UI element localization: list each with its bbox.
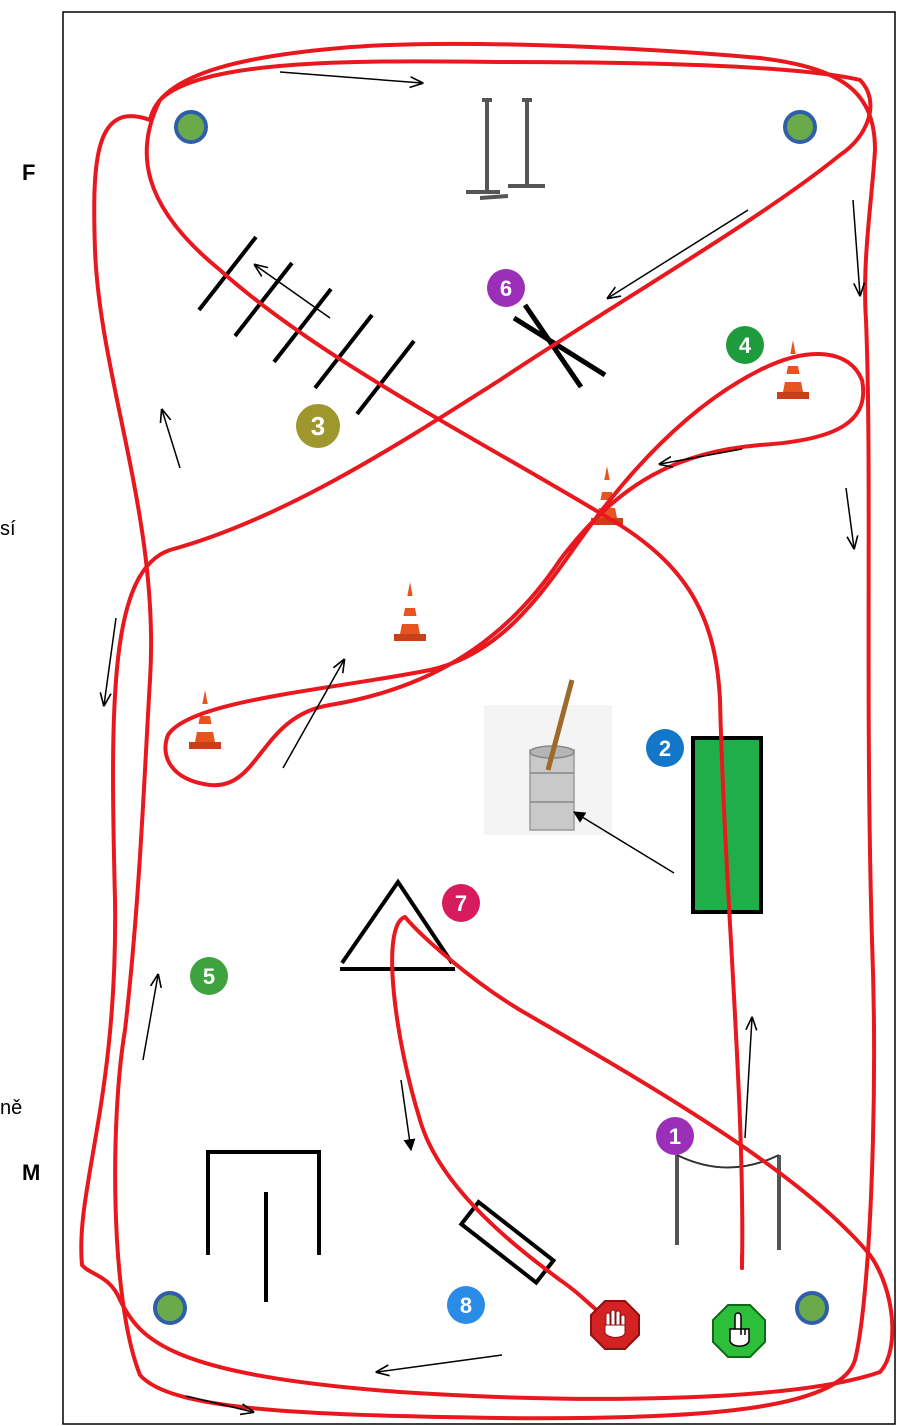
arrow [572, 811, 675, 874]
corner-marker [783, 110, 817, 144]
arena-border [62, 11, 896, 1425]
label-fragment-1: sí [0, 518, 16, 540]
arrow [185, 1395, 253, 1412]
jump-stands [466, 98, 545, 200]
station-4-badge: 4 [726, 326, 764, 364]
arrow [845, 487, 854, 548]
arrow [400, 1079, 416, 1152]
route-outer-loop [92, 41, 877, 1421]
crossed-poles [512, 303, 607, 389]
station-5-badge: 5 [190, 957, 228, 995]
arrow [255, 265, 331, 319]
svg-text:1: 1 [669, 1124, 681, 1149]
station-2-badge: 2 [646, 729, 684, 767]
route-slalom [390, 915, 744, 1318]
svg-text:5: 5 [203, 964, 215, 989]
corridor-poles [206, 1150, 321, 1302]
arrow [744, 1018, 752, 1139]
cone [189, 690, 221, 749]
arrow [377, 1354, 503, 1372]
arrow [142, 975, 158, 1061]
station-badges: 1 2 3 4 5 6 7 8 [190, 269, 764, 1324]
pointing-hand-icon [729, 1312, 750, 1347]
arrow [162, 410, 181, 469]
start-sign [712, 1304, 766, 1358]
arrow [608, 209, 749, 298]
cones [189, 340, 809, 749]
triangle-obstacle [340, 878, 455, 971]
direction-arrows [104, 71, 860, 1412]
station-3-badge: 3 [296, 404, 340, 448]
route-cone-weave [163, 352, 866, 788]
box-obstacle [458, 1199, 557, 1286]
corner-marker [795, 1291, 829, 1325]
station-8-badge: 8 [447, 1286, 485, 1324]
svg-text:4: 4 [739, 333, 752, 358]
cone [394, 582, 426, 641]
arrow [852, 199, 860, 295]
svg-text:8: 8 [460, 1293, 472, 1318]
corner-markers [153, 110, 829, 1325]
barrel [484, 679, 612, 835]
rope-gate [675, 1154, 781, 1250]
corner-marker [153, 1291, 187, 1325]
arrow [279, 71, 422, 83]
station-6-badge: 6 [487, 269, 525, 307]
raised-hand-icon [604, 1309, 626, 1338]
station-7-badge: 7 [442, 884, 480, 922]
route-inner-loop [79, 59, 895, 1401]
label-m: M [22, 1160, 41, 1185]
svg-text:3: 3 [311, 411, 325, 441]
svg-text:2: 2 [659, 736, 671, 761]
station-1-badge: 1 [656, 1117, 694, 1155]
arrow [660, 448, 743, 464]
arrow [104, 617, 117, 705]
route [79, 41, 895, 1421]
label-fragment-2: ně [0, 1097, 23, 1119]
ladder-poles [197, 235, 416, 416]
cone [777, 340, 809, 399]
svg-text:7: 7 [455, 891, 467, 916]
svg-text:6: 6 [500, 276, 512, 301]
label-f: F [22, 160, 36, 185]
corner-marker [174, 110, 208, 144]
arrow [282, 660, 344, 769]
stop-sign [590, 1300, 640, 1350]
